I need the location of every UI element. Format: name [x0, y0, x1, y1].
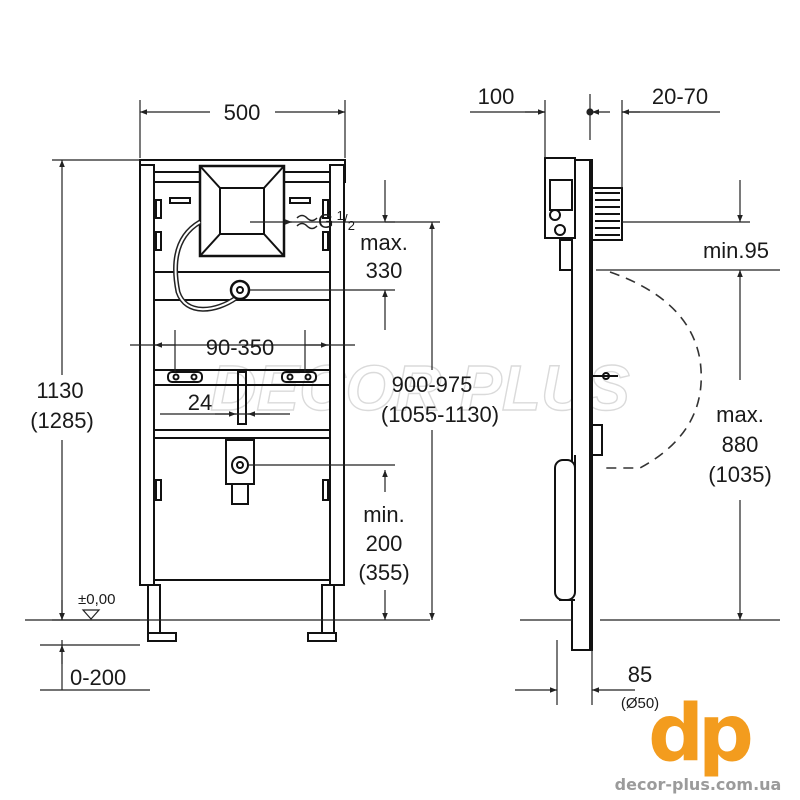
supply-fraction-den: 2 — [348, 218, 355, 233]
min-value: 200 — [366, 531, 403, 556]
side-max-alt-value: (1035) — [708, 462, 772, 487]
range-label: 900-975 — [392, 372, 473, 397]
floor-offset-label: 0-200 — [70, 665, 126, 690]
floor-label: ±0,00 — [78, 591, 115, 608]
supply-letter: G — [318, 211, 334, 233]
max-label: max. — [360, 230, 408, 255]
min-label: min. — [363, 502, 405, 527]
depth-label: 100 — [478, 84, 515, 109]
range-alt-label: (1055-1130) — [381, 402, 499, 427]
offset-label: 24 — [188, 390, 212, 415]
bottom-label: 85 — [628, 662, 652, 687]
logo-letters: dp — [648, 689, 751, 779]
supply-fraction-num: 1 — [337, 208, 344, 223]
side-frame — [544, 157, 623, 651]
supply-fraction-slash: / — [344, 211, 348, 227]
max-value: 330 — [366, 258, 403, 283]
bottom-alt-label: (Ø50) — [621, 695, 659, 712]
side-dimension-lines — [470, 94, 780, 705]
span-label: 90-350 — [206, 335, 275, 360]
side-max-value: 880 — [722, 432, 759, 457]
width-label: 500 — [224, 100, 261, 125]
logo-website: decor-plus.com.ua — [615, 775, 782, 794]
front-dimension-lines — [25, 100, 440, 691]
min-alt-value: (355) — [358, 560, 409, 585]
adjust-label: 20-70 — [652, 84, 708, 109]
watermark: DECOR PLUS — [210, 352, 630, 424]
height-label: 1130 — [36, 378, 83, 403]
brand-logo: dp decor-plus.com.ua — [615, 689, 782, 794]
side-max-label: max. — [716, 402, 764, 427]
height-alt-label: (1285) — [30, 408, 94, 433]
front-frame — [139, 159, 346, 642]
side-min-label: min.95 — [703, 238, 769, 263]
urinal-outline — [600, 271, 702, 469]
